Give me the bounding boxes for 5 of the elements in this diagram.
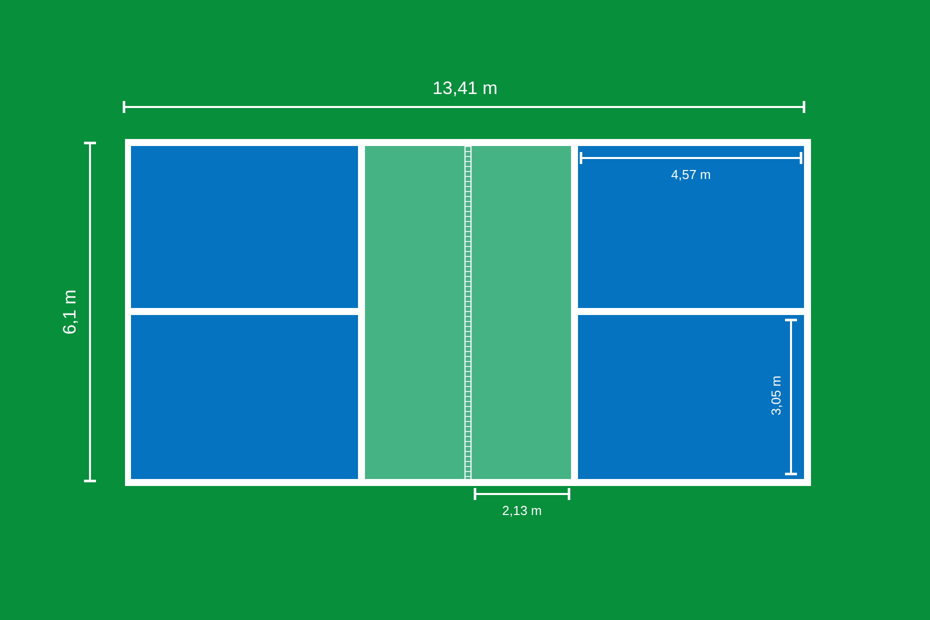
dimension-label: 13,41 m — [432, 79, 498, 97]
dimension-label: 2,13 m — [502, 504, 542, 516]
dimension-label: 4,57 m — [671, 168, 711, 180]
dimension-label: 3,05 m — [770, 375, 782, 415]
dimension-label: 6,1 m — [61, 289, 79, 335]
